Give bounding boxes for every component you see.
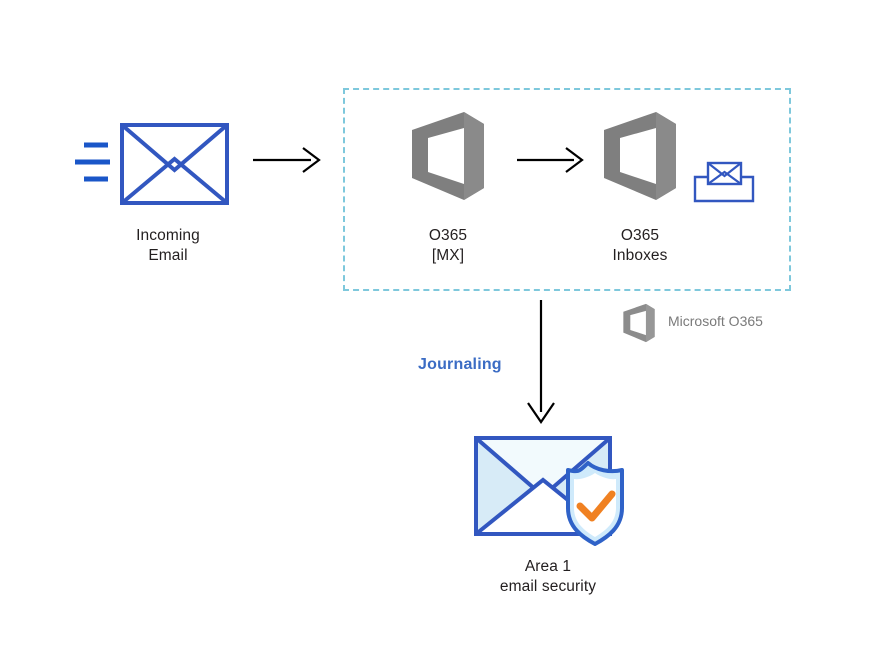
arrow-incoming-to-mx [253,147,321,173]
office-365-icon [604,112,676,200]
shield-icon [566,461,624,546]
envelope-outline-icon [120,123,229,205]
arrow-journaling-down [527,300,555,424]
incoming-email-label: Incoming Email [136,227,200,264]
inbox-tray-envelope-icon [693,161,755,203]
arrow-mx-to-inboxes [517,147,584,173]
o365-mx-label: O365 [MX] [428,227,468,264]
office-365-icon [623,303,655,343]
secure-email-shield-icon [474,436,624,546]
envelope-motion-icon [75,123,229,205]
journaling-label: Journaling [418,356,502,373]
office-365-icon [412,112,484,200]
area1-label: Area 1 email security [499,558,597,595]
legend-microsoft-o365-label: Microsoft O365 [668,313,763,329]
o365-inboxes-label: O365 Inboxes [612,227,668,264]
motion-lines-icon [75,142,110,182]
microsoft-o365-zone [343,88,791,291]
